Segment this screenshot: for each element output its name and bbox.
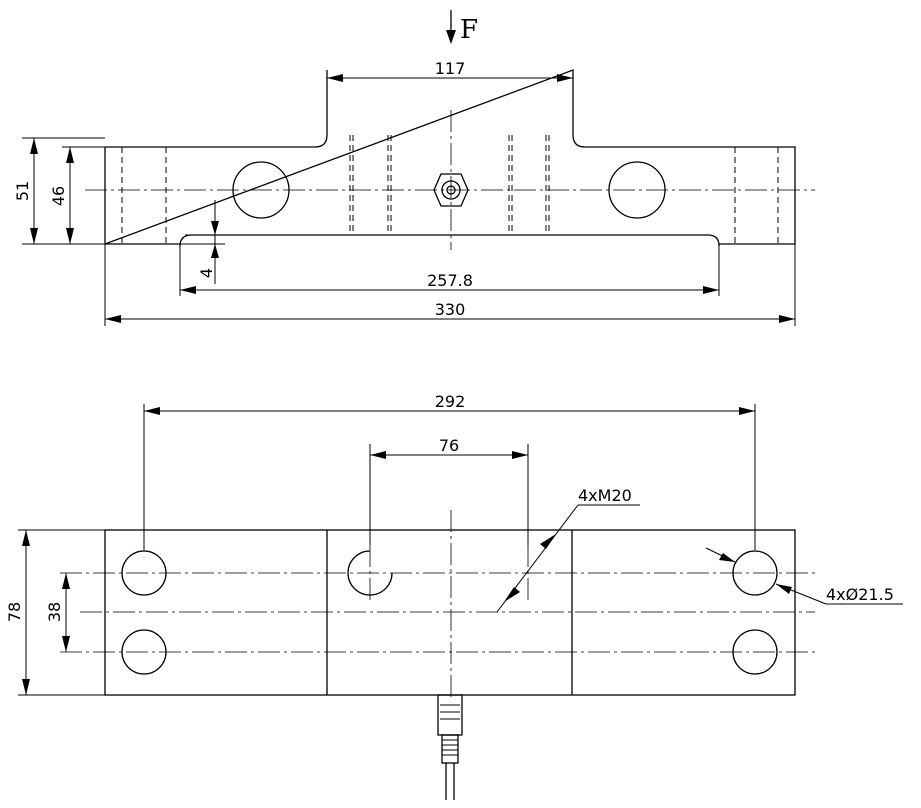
- dim-51: 51: [13, 137, 105, 245]
- dim-330: 330: [104, 244, 796, 326]
- top-hole-left: [232, 161, 290, 219]
- dim-292: 292: [143, 392, 756, 550]
- top-view: F: [13, 10, 815, 326]
- dim-330-label: 330: [435, 300, 466, 319]
- top-hole-right: [608, 161, 666, 219]
- dim-4-label: 4: [197, 268, 216, 278]
- callout-holes: 4xØ21.5: [705, 547, 903, 605]
- dim-76: 76: [369, 436, 529, 545]
- dim-257-8: 257.8: [179, 246, 720, 296]
- cable-connector: [437, 694, 463, 800]
- callout-holes-label: 4xØ21.5: [826, 585, 894, 604]
- hole-bottom-right: [732, 629, 778, 675]
- dim-4: 4: [180, 200, 225, 284]
- dim-78: 78: [5, 529, 105, 696]
- dim-76-label: 76: [439, 436, 459, 455]
- force-label: F: [460, 15, 478, 45]
- dim-38: 38: [45, 573, 70, 652]
- dim-117-label: 117: [435, 59, 466, 78]
- beam-outline: [104, 69, 796, 247]
- dim-117: 117: [327, 59, 573, 82]
- hidden-lines: [121, 135, 779, 244]
- hole-bottom-left: [121, 629, 167, 675]
- dim-292-label: 292: [435, 392, 466, 411]
- plate-outline: [104, 529, 796, 696]
- dim-257-8-label: 257.8: [427, 271, 473, 290]
- dim-46: 46: [49, 146, 105, 244]
- bottom-view: 292 76 78 38: [5, 392, 903, 800]
- dim-78-label: 78: [5, 602, 24, 622]
- force-arrow: F: [446, 10, 478, 45]
- dim-46-label: 46: [49, 186, 68, 206]
- thread-hole-partial: [347, 550, 393, 596]
- hole-top-right: [732, 550, 778, 596]
- callout-thread: 4xM20: [496, 486, 640, 613]
- dim-51-label: 51: [13, 181, 32, 201]
- connector-nut: [433, 173, 469, 207]
- callout-thread-label: 4xM20: [578, 486, 632, 505]
- hole-top-left: [121, 550, 167, 596]
- dim-38-label: 38: [45, 602, 64, 622]
